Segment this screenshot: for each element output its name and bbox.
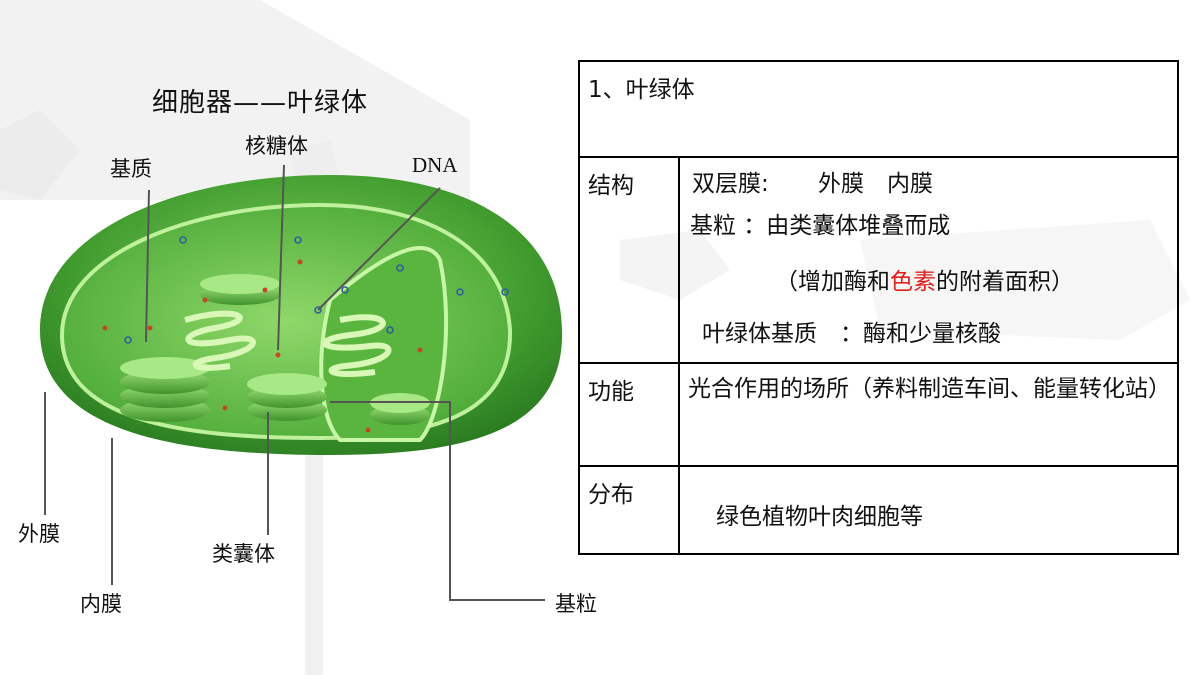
label-dna: DNA [412, 153, 458, 177]
table-header-row: 1、叶绿体 [578, 60, 1179, 158]
table-row-structure: 结构 双层膜: 外膜 内膜 基粒 ：由类囊体堆叠而成 （增加酶和色素的附着面积）… [578, 156, 1179, 364]
structure-line-4: 叶绿体基质 ：酶和少量核酸 [702, 321, 1001, 347]
label-matrix: 基质 [110, 157, 152, 181]
granum-stack-top [200, 274, 280, 305]
leader-ribosome [277, 164, 285, 351]
distribution-text: 绿色植物叶肉细胞等 [716, 504, 923, 530]
row-label-function: 功能 [578, 362, 680, 467]
diagram-title: 细胞器——叶绿体 [152, 88, 369, 118]
structure-line-2: 基粒 ：由类囊体堆叠而成 [690, 213, 951, 239]
function-content: 光合作用的场所（养料制造车间、能量转化站） [678, 362, 1179, 467]
leader-granum [330, 401, 545, 601]
table-header: 1、叶绿体 [578, 60, 1179, 158]
label-ribosome: 核糖体 [245, 134, 308, 158]
structure-line-3b: 的附着面积） [936, 269, 1074, 295]
label-inner-membrane: 内膜 [80, 592, 122, 616]
table-row-function: 功能 光合作用的场所（养料制造车间、能量转化站） [578, 362, 1179, 467]
row-label-structure: 结构 [578, 156, 680, 364]
highlight-pigment: 色素 [890, 269, 936, 295]
structure-line-1b: 外膜 内膜 [818, 171, 933, 197]
thylakoid-fold-right [322, 314, 392, 377]
granum-stack-right [370, 393, 430, 425]
structure-line-3a: （增加酶和 [775, 269, 890, 295]
row-label-distribution: 分布 [578, 465, 680, 555]
chloroplast-info-table: 1、叶绿体 结构 双层膜: 外膜 内膜 基粒 ：由类囊体堆叠而成 （增加酶和色素… [578, 60, 1179, 555]
label-thylakoid: 类囊体 [212, 542, 275, 566]
structure-line-1a: 双层膜: [692, 171, 769, 197]
leader-dna [317, 187, 441, 311]
chloroplast-diagram [40, 164, 563, 601]
thylakoid-fold-left [184, 310, 256, 371]
label-outer-membrane: 外膜 [18, 522, 60, 546]
granum-stack-left [120, 357, 210, 422]
structure-line-3: （增加酶和色素的附着面积） [775, 262, 1074, 296]
distribution-content: 绿色植物叶肉细胞等 [678, 465, 1179, 555]
granum-stack-center [247, 373, 327, 421]
structure-content: 双层膜: 外膜 内膜 基粒 ：由类囊体堆叠而成 （增加酶和色素的附着面积） 叶绿… [678, 156, 1179, 364]
table-row-distribution: 分布 绿色植物叶肉细胞等 [578, 465, 1179, 555]
label-granum: 基粒 [555, 592, 597, 616]
leader-matrix [145, 189, 150, 343]
